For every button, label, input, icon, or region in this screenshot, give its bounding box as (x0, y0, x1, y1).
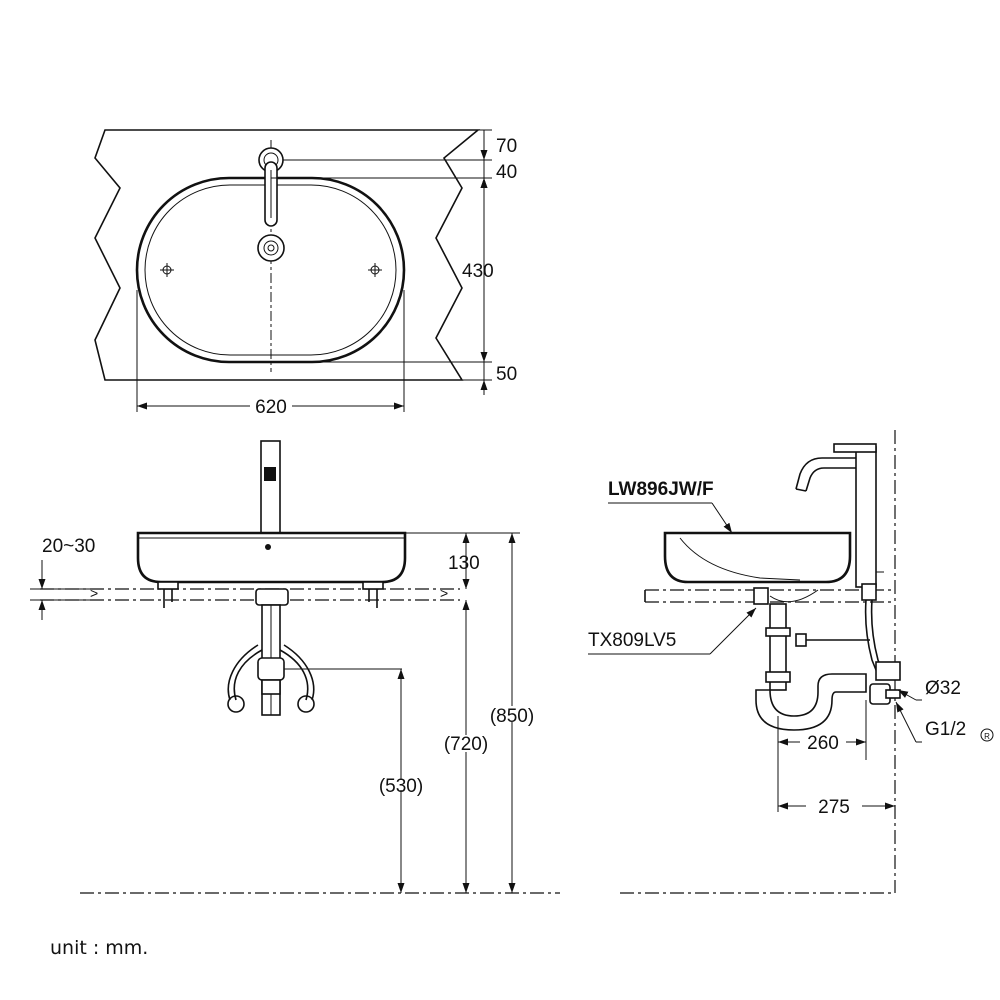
faucet-front (260, 440, 281, 534)
dim-supply-height: (530) (379, 776, 423, 797)
dim-basin-height: 130 (448, 553, 480, 574)
fixing-bolts-front (157, 581, 384, 608)
side-view: LW896JW/F TX809LV5 Ø32 G1/2 R 260 275 (588, 430, 994, 894)
registered-mark-icon: R (980, 728, 994, 742)
dim-faucet-offset: 70 (496, 136, 517, 157)
dim-trap-offset: 260 (807, 733, 839, 754)
dim-supply-thread: G1/2 (925, 719, 966, 740)
svg-text:>: > (90, 585, 98, 601)
countertop-outline (94, 129, 481, 381)
dim-total-height: (850) (490, 706, 534, 727)
unit-note: unit : mm. (50, 937, 148, 959)
drain-top (257, 234, 285, 262)
dim-counter-thickness: 20~30 (42, 536, 95, 557)
dim-front-margin: 50 (496, 364, 517, 385)
basin-front (136, 531, 407, 584)
dim-width: 620 (255, 397, 287, 418)
angle-valve-side (861, 583, 901, 705)
dim-bowl-depth: 430 (462, 261, 494, 282)
dim-wall-offset: 275 (818, 797, 850, 818)
label-basin-model: LW896JW/F (608, 479, 714, 500)
top-view: 70 40 430 50 620 (94, 129, 517, 418)
dim-counter-height: (720) (444, 734, 488, 755)
dim-drain-diameter: Ø32 (925, 678, 961, 699)
fixing-mark-left (160, 263, 174, 277)
svg-text:R: R (984, 732, 990, 741)
svg-text:>: > (440, 585, 448, 601)
front-view: > > 20~30 (30, 440, 560, 894)
waste-trap-side (753, 587, 870, 731)
drain-and-hoses-front (227, 588, 315, 716)
faucet-side (795, 443, 884, 588)
dim-faucet-hole: 40 (496, 162, 517, 183)
faucet-top (258, 147, 284, 227)
basin-side (663, 531, 852, 584)
label-waste-model: TX809LV5 (588, 630, 676, 651)
fixing-mark-right (368, 263, 382, 277)
